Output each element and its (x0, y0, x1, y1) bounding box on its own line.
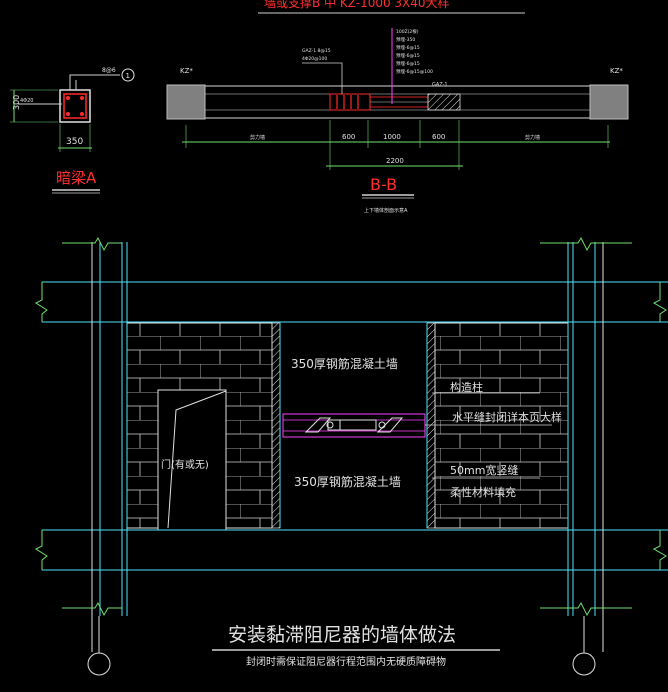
axis-bubble-left-icon (87, 652, 111, 676)
note-column: 构造柱 (450, 380, 483, 394)
note-b-line3: 预埋-6@15 (396, 44, 420, 51)
section-a-note-right: 8@6 (102, 67, 116, 74)
caption: 安装黏滞阻尼器的墙体做法 封闭时需保证阻尼器行程范围内无硬质障碍物 (212, 624, 500, 668)
damper-hatch (427, 93, 461, 111)
section-a-marker: 1 (126, 72, 130, 80)
note-b-line5: 预埋-6@15 (396, 60, 420, 67)
note-b-line2: 预埋-350 (396, 36, 415, 43)
top-title: 墙或支撑B 中 KZ-1000 3X40大样 (264, 0, 450, 10)
door-leaf (167, 390, 227, 529)
note-b-line4: 预埋-6@15 (396, 52, 420, 59)
section-a: 8@6 1 4Φ20 300 350 暗梁A (10, 67, 135, 194)
dim-wall-right: 剪力墙 (525, 134, 540, 141)
section-a-note-left: 4Φ20 (20, 98, 33, 104)
section-a-label: 暗梁A (56, 169, 97, 187)
elevation: 门(有或无) 350厚钢筋混凝土墙 350厚钢筋混凝土墙 构造柱 水平缝封闭详本… (34, 236, 668, 676)
dim-600-left: 600 (342, 133, 355, 141)
note-joint: 水平缝封闭详本页大样 (452, 410, 562, 424)
section-b-label: B-B (370, 175, 397, 194)
top-title-group: 墙或支撑B 中 KZ-1000 3X40大样 (258, 0, 525, 14)
door-label: 门(有或无) (161, 458, 209, 471)
wall-lower-label: 350厚钢筋混凝土墙 (294, 474, 401, 489)
note-gap-2: 柔性材料填充 (450, 485, 516, 499)
dim-600-right: 600 (432, 133, 445, 141)
section-a-dim-width: 350 (66, 137, 83, 147)
note-b-line6: 预埋-6@15@100 (396, 68, 433, 75)
right-column (540, 236, 632, 676)
section-a-rebar (63, 93, 87, 119)
dim-wall-left: 剪力墙 (250, 134, 265, 141)
note-a-line1: GAZ-1 8@15 (302, 48, 331, 54)
dim-1000: 1000 (383, 133, 401, 141)
note-a-line2: 4Φ20@100 (302, 56, 327, 62)
gaz-label: GAZ-1 (432, 82, 448, 88)
kz-left-label: KZ* (180, 67, 193, 75)
section-a-outline (59, 89, 91, 123)
kz-right-column (589, 84, 629, 120)
detail-marker-icon (121, 68, 135, 82)
note-gap-1: 50mm宽竖缝 (450, 463, 518, 477)
damper-cylinder (327, 419, 377, 431)
wall-upper-label: 350厚钢筋混凝土墙 (291, 356, 398, 371)
note-b-line1: 100Z(2根) (396, 28, 419, 35)
section-b-sublabel: 上下墙体剖面示意A (364, 207, 408, 214)
joint-left (271, 322, 281, 529)
dim-total: 2200 (386, 157, 404, 165)
damper-strip (282, 413, 426, 438)
door-opening (157, 389, 227, 531)
section-b: KZ* KZ* GAZ-1 GAZ-1 8@15 4Φ20@100 100Z(2… (166, 28, 629, 214)
section-a-dim-height: 300 (12, 95, 21, 110)
brick-infill-right (434, 322, 569, 529)
kz-right-label: KZ* (610, 67, 623, 75)
left-column (62, 236, 128, 676)
caption-subtitle: 封闭时需保证阻尼器行程范围内无硬质障碍物 (246, 655, 446, 668)
kz-left-column (166, 84, 206, 120)
caption-title: 安装黏滞阻尼器的墙体做法 (228, 624, 456, 646)
joint-right (426, 322, 436, 529)
axis-bubble-right-icon (572, 652, 596, 676)
